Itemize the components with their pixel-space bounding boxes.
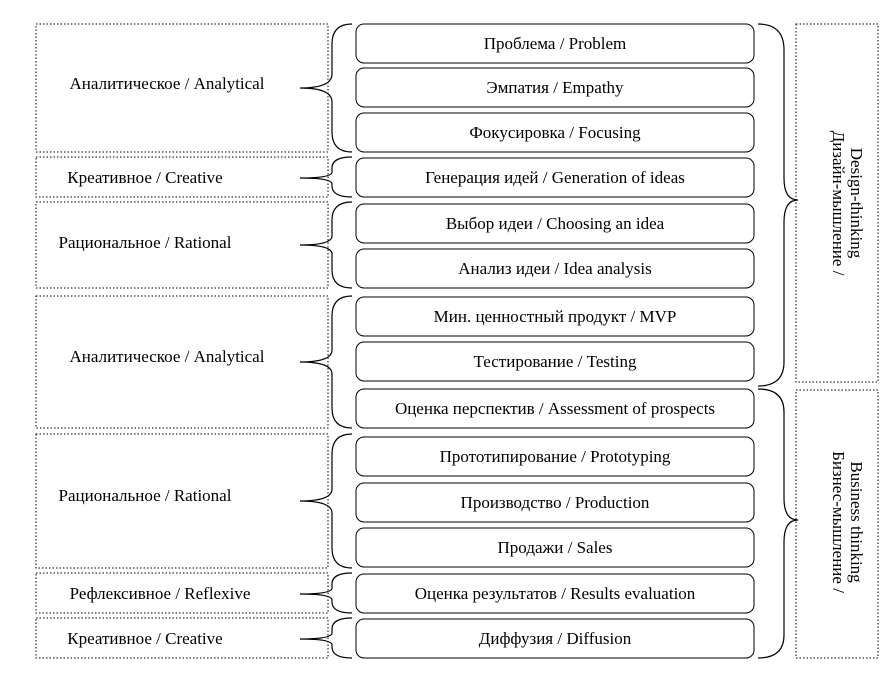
- step-label-12: Продажи / Sales: [498, 538, 613, 557]
- step-label-3: Фокусировка / Focusing: [469, 123, 641, 142]
- phase-labels: Дизайн-мышление / Design-thinking Бизнес…: [829, 131, 866, 594]
- step-label-6: Анализ идеи / Idea analysis: [458, 259, 652, 278]
- right-braces: [757, 23, 799, 659]
- left-group-label-7: Креативное / Creative: [67, 629, 222, 648]
- brace-6: [299, 572, 353, 614]
- step-box-9: [355, 388, 755, 429]
- step-label-14: Диффузия / Diffusion: [479, 629, 632, 648]
- step-label-9: Оценка перспектив / Assessment of prospe…: [395, 399, 715, 418]
- step-box-4: [355, 157, 755, 198]
- left-group-box-6: [35, 572, 329, 614]
- step-box-14: [355, 618, 755, 659]
- phase-box-design: [795, 23, 879, 383]
- left-group-box-4: [35, 295, 329, 429]
- left-groups: [35, 23, 329, 659]
- step-box-5: [355, 203, 755, 244]
- phase-label-design: Дизайн-мышление / Design-thinking: [829, 131, 866, 276]
- phase-label-business-line2: Business thinking: [847, 461, 866, 583]
- step-box-1: [355, 23, 755, 64]
- left-group-box-5: [35, 433, 329, 569]
- step-label-1: Проблема / Problem: [484, 34, 627, 53]
- left-group-label-3: Рациональное / Rational: [59, 233, 232, 252]
- step-label-2: Эмпатия / Empathy: [486, 78, 624, 97]
- phase-label-design-line2: Design-thinking: [847, 148, 866, 259]
- step-box-10: [355, 436, 755, 477]
- brace-7: [299, 617, 353, 659]
- step-box-12: [355, 527, 755, 568]
- step-box-7: [355, 296, 755, 337]
- step-label-10: Прототипирование / Prototyping: [440, 447, 671, 466]
- step-box-11: [355, 482, 755, 523]
- left-group-labels: Аналитическое / Analytical Креативное / …: [59, 74, 265, 648]
- left-group-label-6: Рефлексивное / Reflexive: [70, 584, 251, 603]
- brace-2: [299, 156, 353, 198]
- phase-label-business-line1: Бизнес-мышление /: [829, 451, 848, 593]
- step-label-11: Производство / Production: [461, 493, 650, 512]
- step-box-2: [355, 67, 755, 108]
- left-group-label-4: Аналитическое / Analytical: [70, 347, 265, 366]
- step-label-4: Генерация идей / Generation of ideas: [425, 168, 685, 187]
- step-label-7: Мин. ценностный продукт / MVP: [434, 307, 677, 326]
- step-box-3: [355, 112, 755, 153]
- brace-design-thinking: [757, 23, 799, 387]
- phase-label-business: Бизнес-мышление / Business thinking: [829, 451, 866, 593]
- left-group-box-2: [35, 156, 329, 198]
- left-braces: [299, 23, 353, 659]
- brace-3: [299, 201, 353, 289]
- brace-1: [299, 23, 353, 153]
- phase-boxes: [795, 23, 879, 659]
- phase-label-design-line1: Дизайн-мышление /: [829, 131, 848, 276]
- brace-5: [299, 433, 353, 569]
- step-labels: Проблема / Problem Эмпатия / Empathy Фок…: [395, 34, 715, 648]
- left-group-label-5: Рациональное / Rational: [59, 486, 232, 505]
- step-box-13: [355, 573, 755, 614]
- left-group-label-1: Аналитическое / Analytical: [70, 74, 265, 93]
- left-group-box-7: [35, 617, 329, 659]
- step-label-8: Тестирование / Testing: [474, 352, 637, 371]
- step-box-8: [355, 341, 755, 382]
- left-group-label-2: Креативное / Creative: [67, 168, 222, 187]
- step-label-5: Выбор идеи / Choosing an idea: [446, 214, 665, 233]
- step-boxes: [355, 23, 755, 659]
- step-box-6: [355, 248, 755, 289]
- brace-business-thinking: [757, 388, 799, 659]
- brace-4: [299, 295, 353, 429]
- step-label-13: Оценка результатов / Results evaluation: [415, 584, 696, 603]
